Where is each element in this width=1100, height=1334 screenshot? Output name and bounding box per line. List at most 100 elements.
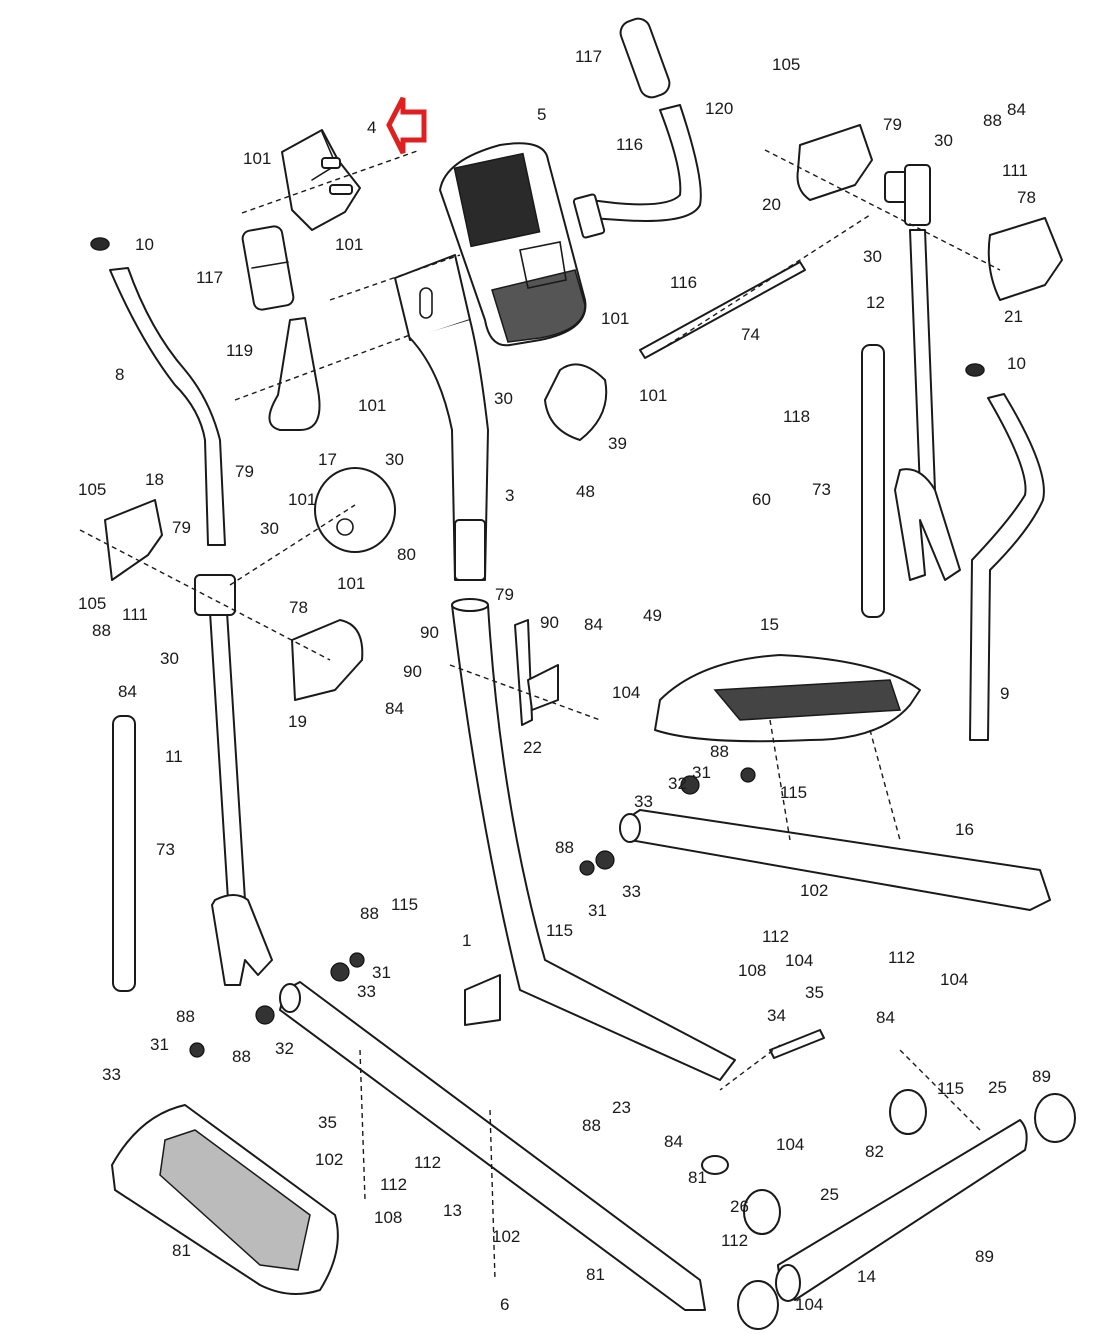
part-label: 105 xyxy=(78,480,106,499)
part-8-handle[interactable] xyxy=(90,237,226,546)
part-label: 84 xyxy=(664,1132,683,1151)
part-4-console-cover[interactable] xyxy=(281,129,361,231)
part-label: 32 xyxy=(668,774,687,793)
part-label: 105 xyxy=(78,594,106,613)
part-labels: 117 120 105 4 5 79 88 84 30 111 101 116 … xyxy=(78,47,1051,1314)
part-label: 111 xyxy=(122,605,148,624)
highlight-arrow-icon xyxy=(386,96,427,155)
part-25-wheel[interactable] xyxy=(743,1089,927,1235)
part-label: 15 xyxy=(760,615,779,634)
part-117-grip[interactable] xyxy=(617,15,673,100)
part-label: 25 xyxy=(988,1078,1007,1097)
part-label: 39 xyxy=(608,434,627,453)
part-label: 25 xyxy=(820,1185,839,1204)
part-label: 8 xyxy=(115,365,124,384)
part-26-foot[interactable] xyxy=(701,1155,729,1175)
part-label: 17 xyxy=(318,450,337,469)
part-label: 101 xyxy=(337,574,365,593)
part-label: 9 xyxy=(1000,684,1009,703)
part-label: 11 xyxy=(165,747,183,766)
part-1-frame[interactable] xyxy=(451,598,736,1081)
part-label: 88 xyxy=(710,742,729,761)
part-label: 35 xyxy=(318,1113,337,1132)
part-label: 108 xyxy=(374,1208,402,1227)
part-5-console[interactable] xyxy=(439,142,587,347)
part-label: 5 xyxy=(537,105,546,124)
part-label: 111 xyxy=(1002,161,1028,180)
part-label: 74 xyxy=(741,325,760,344)
part-12-upright[interactable] xyxy=(894,229,961,581)
part-label: 78 xyxy=(289,598,308,617)
part-label: 33 xyxy=(622,882,641,901)
part-label: 102 xyxy=(800,881,828,900)
part-13-pedal[interactable] xyxy=(111,1104,339,1295)
part-label: 3 xyxy=(505,486,514,505)
part-21-shroud[interactable] xyxy=(987,217,1063,301)
part-14-pedal-arm[interactable] xyxy=(279,981,706,1311)
part-label: 79 xyxy=(883,115,902,134)
part-9-handle[interactable] xyxy=(965,363,1045,741)
part-label: 19 xyxy=(288,712,307,731)
part-6-base[interactable] xyxy=(775,1119,1028,1302)
part-label: 10 xyxy=(1007,354,1026,373)
part-117-grip-left[interactable] xyxy=(241,225,295,311)
part-label: 31 xyxy=(588,901,607,920)
part-19-shroud[interactable] xyxy=(291,619,364,701)
part-label: 13 xyxy=(443,1201,462,1220)
part-34-axle[interactable] xyxy=(769,1029,825,1059)
part-label: 88 xyxy=(582,1116,601,1135)
part-label: 88 xyxy=(360,904,379,923)
part-label: 81 xyxy=(172,1241,191,1260)
part-119-bracket[interactable] xyxy=(268,317,321,431)
part-73-post-right[interactable] xyxy=(861,344,885,618)
part-label: 90 xyxy=(420,623,439,642)
part-label: 90 xyxy=(403,662,422,681)
part-label: 108 xyxy=(738,961,766,980)
part-label: 60 xyxy=(752,490,771,509)
part-label: 82 xyxy=(865,1142,884,1161)
part-16-pedal-arm[interactable] xyxy=(619,809,1051,911)
part-31-washer[interactable] xyxy=(189,767,756,1058)
part-label: 4 xyxy=(367,118,376,137)
part-label: 30 xyxy=(863,247,882,266)
part-18-shroud[interactable] xyxy=(104,499,163,581)
part-23-end-cap[interactable] xyxy=(737,1093,1076,1330)
part-120-handlebar[interactable] xyxy=(572,104,702,239)
part-label: 115 xyxy=(546,921,573,940)
part-label: 84 xyxy=(1007,100,1026,119)
part-12-hub[interactable] xyxy=(884,164,931,226)
part-label: 1 xyxy=(462,931,471,950)
part-label: 84 xyxy=(385,699,404,718)
part-label: 14 xyxy=(857,1267,876,1286)
part-label: 84 xyxy=(118,682,137,701)
part-39-cover[interactable] xyxy=(544,363,608,441)
part-17-hub-cover[interactable] xyxy=(314,467,396,553)
part-73-post-left[interactable] xyxy=(112,715,136,992)
part-label: 88 xyxy=(176,1007,195,1026)
part-33-wheel[interactable] xyxy=(255,775,700,1025)
part-label: 33 xyxy=(634,792,653,811)
part-label: 30 xyxy=(494,389,513,408)
part-label: 18 xyxy=(145,470,164,489)
part-label: 49 xyxy=(643,606,662,625)
part-label: 30 xyxy=(160,649,179,668)
part-label: 81 xyxy=(586,1265,605,1284)
part-label: 73 xyxy=(156,840,175,859)
part-label: 112 xyxy=(721,1231,748,1250)
part-label: 30 xyxy=(934,131,953,150)
part-label: 90 xyxy=(540,613,559,632)
part-label: 104 xyxy=(776,1135,804,1154)
part-label: 78 xyxy=(1017,188,1036,207)
part-11-upright[interactable] xyxy=(194,574,273,986)
part-label: 6 xyxy=(500,1295,509,1314)
part-label: 118 xyxy=(783,407,810,426)
part-20-shroud[interactable] xyxy=(796,124,873,201)
part-15-pedal[interactable] xyxy=(654,654,921,743)
part-label: 79 xyxy=(235,462,254,481)
part-3-upright[interactable] xyxy=(409,319,489,581)
part-label: 33 xyxy=(357,982,376,1001)
part-22-bottle-holder[interactable] xyxy=(514,619,559,726)
part-label: 26 xyxy=(730,1197,749,1216)
part-label: 120 xyxy=(705,99,733,118)
